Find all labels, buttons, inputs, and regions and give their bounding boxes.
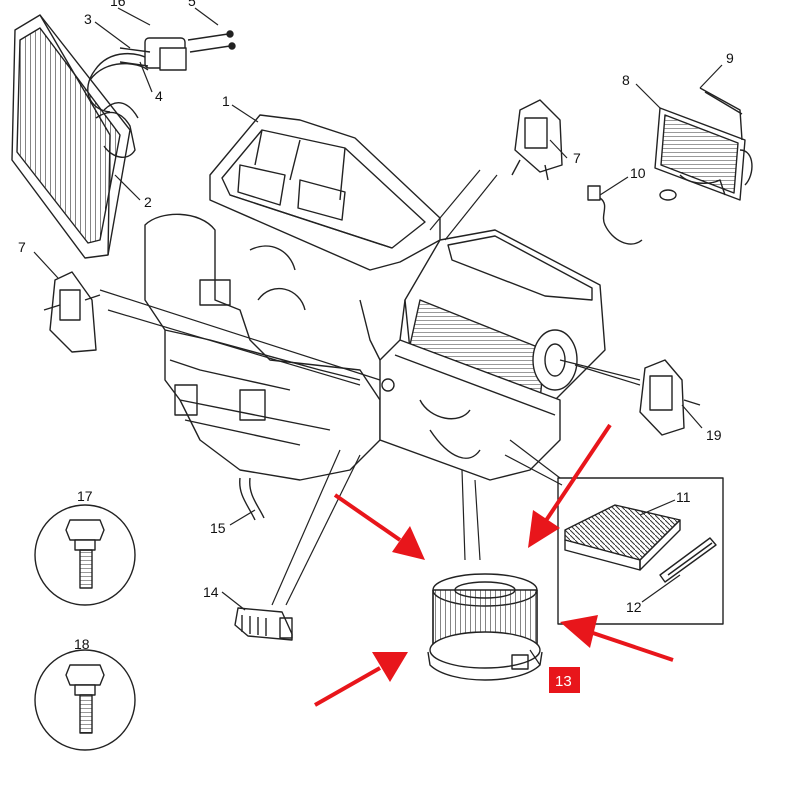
arrow-top-left <box>333 493 425 560</box>
actuator-left <box>43 271 101 353</box>
hvac-module-body <box>144 213 381 481</box>
blower-housing <box>359 229 606 481</box>
callout-13: 13 <box>555 673 572 690</box>
heater-core <box>654 107 753 201</box>
callout-5: 5 <box>188 0 196 9</box>
upper-housing <box>209 114 441 271</box>
actuator-upper <box>511 99 563 181</box>
callout-16: 16 <box>110 0 126 9</box>
callout-7-upper: 7 <box>573 150 581 166</box>
callout-1: 1 <box>222 93 230 109</box>
temperature-sensor <box>587 185 643 245</box>
callout-3: 3 <box>84 11 92 27</box>
callout-11: 11 <box>676 489 691 505</box>
expansion-valve-assembly <box>87 30 236 113</box>
blower-resistor <box>234 607 293 641</box>
evaporator-core <box>11 14 139 259</box>
highlight-box-13 <box>549 667 580 693</box>
arrow-bottom-left <box>314 652 408 707</box>
blower-motor <box>427 573 543 681</box>
heater-pipe-clip <box>699 87 743 141</box>
arrow-bottom-right <box>560 615 674 662</box>
leader-lines <box>33 7 723 666</box>
cabin-air-filter <box>564 504 681 571</box>
callout-9: 9 <box>726 50 734 66</box>
callout-14: 14 <box>203 584 219 600</box>
drain-hose <box>239 477 265 521</box>
callout-4: 4 <box>155 88 163 104</box>
callout-18: 18 <box>74 636 90 652</box>
callout-17: 17 <box>77 488 93 504</box>
callout-19: 19 <box>706 427 722 443</box>
callout-7-left: 7 <box>18 239 26 255</box>
callout-2: 2 <box>144 194 152 210</box>
bolt-18 <box>34 649 136 751</box>
callout-15: 15 <box>210 520 226 536</box>
callout-12: 12 <box>626 599 642 615</box>
red-arrows <box>314 423 674 707</box>
arrow-top-right <box>528 423 612 548</box>
bolt-17 <box>34 504 136 606</box>
callout-8: 8 <box>622 72 630 88</box>
filter-retainer <box>659 537 717 583</box>
actuator-right <box>639 359 701 436</box>
callout-10: 10 <box>630 165 646 181</box>
